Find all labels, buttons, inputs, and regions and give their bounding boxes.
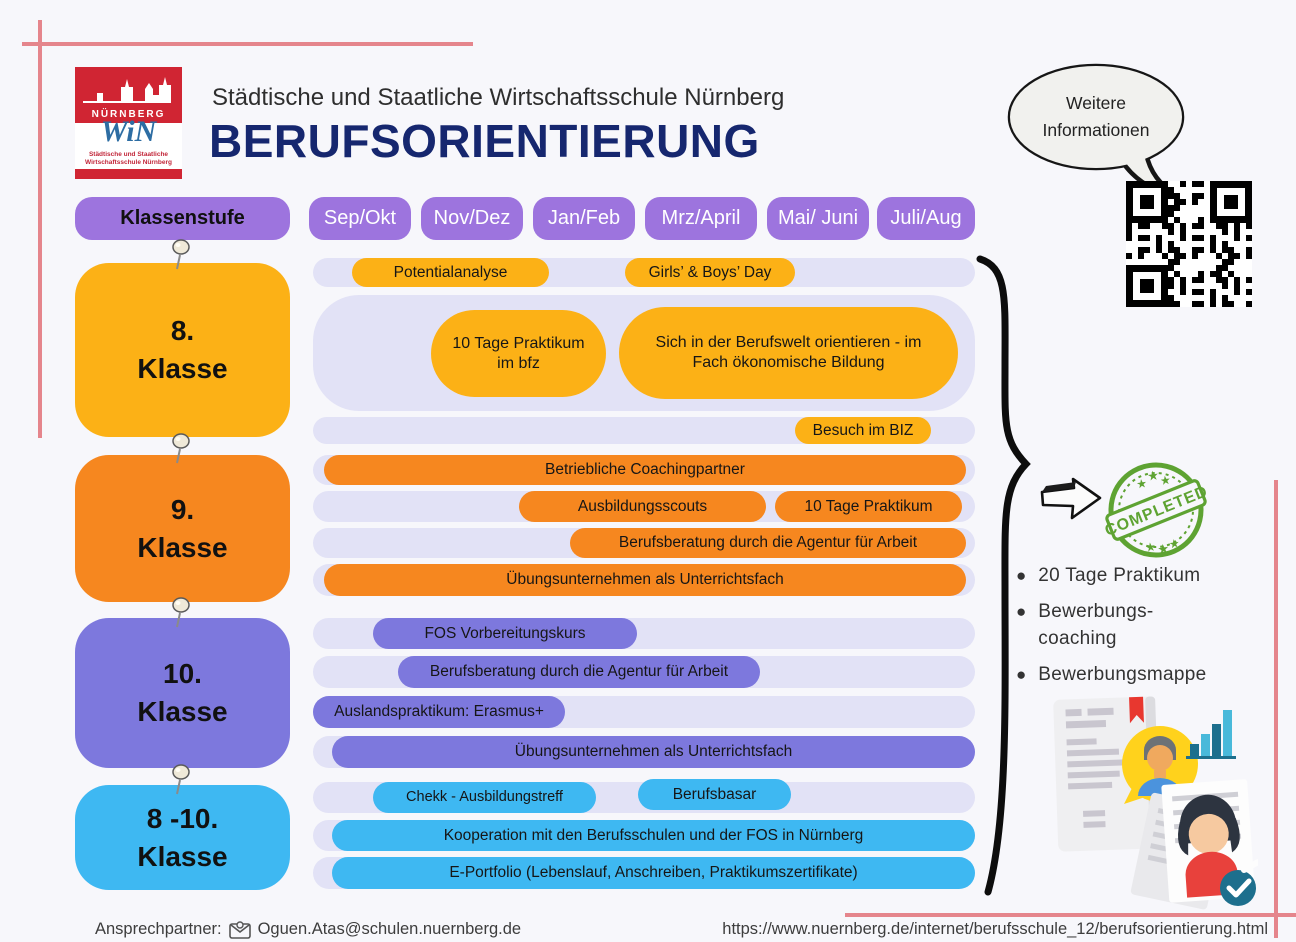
qr-finder-bottomleft (1126, 265, 1168, 307)
crop-mark-left-vertical (38, 20, 42, 438)
logo-subline: Städtische und Staatliche Wirtschaftssch… (85, 151, 172, 166)
pushpin-icon (172, 597, 190, 628)
logo-band: WiN Städtische und Staatliche Wirtschaft… (75, 115, 182, 169)
nuernberg-skyline-icon (83, 77, 171, 103)
activity-pill-uebungsunternehmen-9: Übungsunternehmen als Unterrichtsfach (324, 564, 966, 596)
logo-script-label: WiN (100, 115, 157, 148)
activity-pill-uebungsunternehmen-10: Übungsunternehmen als Unterrichtsfach (332, 736, 975, 768)
svg-text:★: ★ (1168, 536, 1181, 551)
info-bubble-text: Weitere Informationen (1042, 93, 1150, 141)
svg-text:★: ★ (1135, 476, 1148, 491)
qr-finder-topleft (1126, 181, 1168, 223)
activity-pill-berufsberatung-10: Berufsberatung durch die Agentur für Arb… (398, 656, 760, 688)
crop-mark-top-horizontal (22, 42, 473, 46)
activity-pill-berufswelt-orientieren: Sich in der Berufswelt orientieren - im … (619, 307, 958, 399)
crop-mark-right-vertical (1274, 480, 1278, 938)
activity-pill-eportfolio: E-Portfolio (Lebenslauf, Anschreiben, Pr… (332, 857, 975, 889)
activity-pill-kooperation: Kooperation mit den Berufsschulen und de… (332, 820, 975, 851)
avatar-male (1122, 726, 1198, 804)
month-pill-nov-dez: Nov/Dez (421, 197, 523, 240)
email-icon (228, 920, 251, 939)
activity-pill-chekk: Chekk - Ausbildungstreff (373, 782, 596, 813)
contact-label: Ansprechpartner: (95, 920, 222, 938)
page-title: BERUFSORIENTIERUNG (209, 115, 760, 167)
completed-bullet-list: ●20 Tage Praktikum ●Bewerbungs- coaching… (1016, 562, 1242, 696)
class-block-8: 8.Klasse (75, 263, 290, 437)
legend-klassenstufe-pill: Klassenstufe (75, 197, 290, 240)
pushpin-icon (172, 764, 190, 795)
svg-text:★: ★ (1146, 467, 1160, 483)
arrow-right-icon (1040, 477, 1102, 520)
info-speech-bubble: Weitere Informationen (1003, 60, 1203, 200)
footer-contact: Ansprechpartner: Oguen.Atas@schulen.nuer… (95, 920, 521, 939)
svg-text:★: ★ (1156, 541, 1170, 557)
month-pill-mai-juni: Mai/ Juni (767, 197, 869, 240)
activity-pill-auslandspraktikum: Auslandspraktikum: Erasmus+ (313, 696, 565, 728)
month-pill-sep-okt: Sep/Okt (309, 197, 411, 240)
cv-documents-illustration (1053, 696, 1258, 910)
footer-url[interactable]: https://www.nuernberg.de/internet/berufs… (722, 920, 1268, 938)
activity-pill-berufsberatung-9: Berufsberatung durch die Agentur für Arb… (570, 528, 966, 558)
month-pill-jan-feb: Jan/Feb (533, 197, 635, 240)
class-block-8-10: 8 -10.Klasse (75, 785, 290, 890)
activity-pill-coachingpartner: Betriebliche Coachingpartner (324, 455, 966, 485)
activity-pill-praktikum-bfz: 10 Tage Praktikum im bfz (431, 310, 606, 397)
list-item: ●Bewerbungsmappe (1016, 663, 1207, 685)
qr-code[interactable] (1126, 181, 1252, 307)
pushpin-icon (172, 433, 190, 464)
svg-text:★: ★ (1144, 539, 1157, 554)
activity-pill-berufsbasar: Berufsbasar (638, 779, 791, 810)
list-item: ●20 Tage Praktikum (1016, 565, 1201, 586)
month-pill-mrz-april: Mrz/April (645, 197, 757, 240)
pushpin-icon (172, 239, 190, 270)
activity-pill-fos-vorbereitungskurs: FOS Vorbereitungskurs (373, 618, 637, 649)
crop-mark-bottom-horizontal (845, 913, 1296, 917)
activity-pill-potentialanalyse: Potentialanalyse (352, 258, 549, 287)
class-block-10: 10.Klasse (75, 618, 290, 768)
curly-brace (976, 255, 1031, 896)
completed-stamp: ★ ★ ★ ★ ★ ★ COMPLETED (1103, 462, 1210, 558)
contact-email[interactable]: Oguen.Atas@schulen.nuernberg.de (257, 920, 522, 938)
logo-city-label: NÜRNBERG (91, 109, 166, 120)
activity-pill-besuch-biz: Besuch im BIZ (795, 417, 931, 444)
activity-pill-10-tage-praktikum: 10 Tage Praktikum (775, 491, 962, 522)
bar-chart-icon (1186, 710, 1236, 759)
qr-finder-topright (1210, 181, 1252, 223)
class-block-9: 9.Klasse (75, 455, 290, 602)
activity-pill-ausbildungsscouts: Ausbildungsscouts (519, 491, 766, 522)
activity-pill-girls-boys-day: Girls’ & Boys’ Day (625, 258, 795, 287)
speech-bubble-shape (1007, 63, 1185, 198)
list-item: ●Bewerbungs- coaching (1016, 600, 1154, 650)
svg-text:★: ★ (1159, 473, 1172, 488)
page-subtitle: Städtische und Staatliche Wirtschaftssch… (212, 84, 785, 111)
month-pill-juli-aug: Juli/Aug (877, 197, 975, 240)
school-logo: NÜRNBERG WiN Städtische und Staatliche W… (75, 67, 182, 179)
